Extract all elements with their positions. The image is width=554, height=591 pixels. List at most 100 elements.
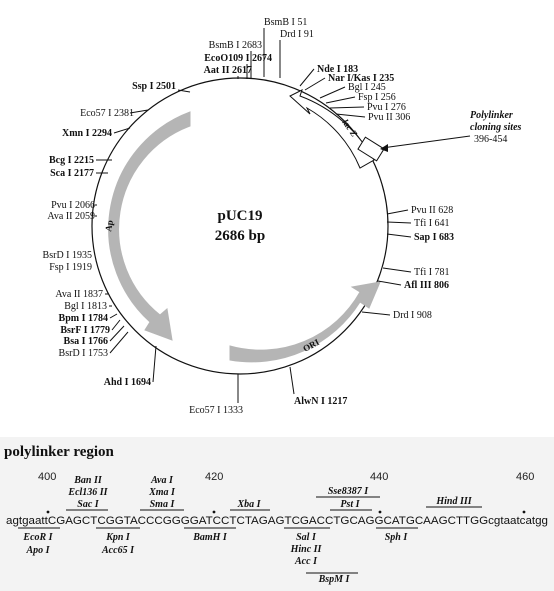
position-tick-400: 400 bbox=[38, 471, 56, 483]
site-left-bsrd-i-1753: BsrD I 1753 bbox=[59, 348, 108, 359]
enzyme-sma-i: Sma I bbox=[150, 499, 176, 510]
site-right-pvu-ii-306: Pvu II 306 bbox=[368, 112, 410, 123]
position-dot-460 bbox=[522, 510, 526, 514]
site-right-nar-i-kas-i-235: Nar I/Kas I 235 bbox=[328, 73, 394, 84]
site-tick-right-5 bbox=[335, 113, 366, 118]
enzyme-group-sac: Ban II Ecl136 II Sac I bbox=[66, 475, 109, 511]
site-left-xmn-i-2294: Xmn I 2294 bbox=[62, 128, 112, 139]
site-tick-right-11 bbox=[361, 311, 391, 316]
enzyme-hinc-ii: Hinc II bbox=[290, 544, 323, 555]
site-tick-right-1 bbox=[304, 77, 326, 91]
position-dot-420 bbox=[212, 510, 216, 514]
enzyme-group-sal: Sal I Hinc II Acc I bbox=[284, 527, 330, 567]
site-tick-right-4 bbox=[329, 106, 365, 109]
sequence-insert: CGAGCTCGGTACCCGGGGATCCTCTAGAGTCGACCTGCAG… bbox=[48, 515, 488, 527]
enzyme-group-sph: Sph I bbox=[376, 527, 418, 543]
enzyme-sal-i: Sal I bbox=[296, 532, 317, 543]
ori-gene-arrow bbox=[229, 281, 381, 363]
enzyme-bamh-i: BamH I bbox=[192, 532, 228, 543]
enzyme-sac-i: Sac I bbox=[77, 499, 100, 510]
enzyme-sse8387-i: Sse8387 I bbox=[328, 486, 369, 497]
site-left-bsrf-i-1779: BsrF I 1779 bbox=[60, 325, 110, 336]
site-tick-right-9 bbox=[382, 267, 412, 273]
site-right-nde-i-183: Nde I 183 bbox=[317, 64, 358, 75]
enzyme-group-hind: Hind III bbox=[426, 496, 482, 508]
site-bottom-eco57-i-1333: Eco57 I 1333 bbox=[189, 405, 243, 416]
site-tick-right-0 bbox=[299, 68, 315, 87]
site-tick-right-6 bbox=[386, 209, 409, 215]
site-left-fsp-i-1919: Fsp I 1919 bbox=[49, 262, 92, 273]
site-tick-right-2 bbox=[319, 86, 346, 99]
enzyme-sph-i: Sph I bbox=[385, 532, 409, 543]
site-top-bsmb-i-2683: BsmB I 2683 bbox=[209, 40, 262, 51]
enzyme-hind-iii: Hind III bbox=[435, 496, 472, 507]
site-tick-left-11 bbox=[111, 319, 121, 331]
position-dot-400 bbox=[46, 510, 50, 514]
site-tick-left-12 bbox=[109, 325, 125, 342]
site-right-fsp-i-256: Fsp I 256 bbox=[358, 92, 396, 103]
site-left-ava-ii-1837: Ava II 1837 bbox=[55, 289, 103, 300]
polylinker-pointer bbox=[381, 135, 471, 149]
position-dot-440 bbox=[378, 510, 382, 514]
ap-gene-arrow bbox=[108, 111, 191, 341]
enzyme-bspm-i: BspM I bbox=[318, 574, 351, 585]
polylinker-note-line2: cloning sites bbox=[470, 122, 522, 133]
site-left-bgl-i-1813: Bgl I 1813 bbox=[64, 301, 107, 312]
site-left-sca-i-2177: Sca I 2177 bbox=[50, 168, 94, 179]
sequence-right-flank: cgtaatcatgg bbox=[488, 515, 548, 527]
site-tick-left-10 bbox=[109, 313, 118, 319]
polylinker-pointer-head bbox=[380, 144, 388, 152]
polylinker-note-line1: Polylinker bbox=[470, 110, 513, 121]
enzyme-group-bspm: BspM I bbox=[306, 572, 358, 585]
enzyme-ava-i: Ava I bbox=[150, 475, 174, 486]
site-tick-left-0 bbox=[129, 109, 149, 114]
enzyme-ban-ii: Ban II bbox=[73, 475, 103, 486]
site-tick-left-13 bbox=[109, 331, 129, 354]
site-right-sap-i-683: Sap I 683 bbox=[414, 232, 454, 243]
site-tick-right-10 bbox=[377, 280, 402, 286]
polylinker-box bbox=[357, 136, 385, 162]
enzyme-group-bamh: BamH I bbox=[184, 527, 236, 543]
position-tick-440: 440 bbox=[370, 471, 388, 483]
enzyme-group-sma: Ava I Xma I Sma I bbox=[140, 475, 184, 511]
polylinker-panel-background bbox=[0, 437, 554, 591]
site-top-drd-i-91: Drd I 91 bbox=[280, 29, 314, 40]
polylinker-heading: polylinker region bbox=[4, 444, 115, 460]
site-tick-top-5 bbox=[177, 89, 191, 93]
plasmid-size: 2686 bp bbox=[215, 228, 265, 244]
enzyme-group-xba: Xba I bbox=[230, 499, 270, 511]
enzyme-ecl136-ii: Ecl136 II bbox=[67, 487, 108, 498]
enzyme-ecor-i: EcoR I bbox=[22, 532, 53, 543]
site-left-bsrd-i-1935: BsrD I 1935 bbox=[43, 250, 92, 261]
enzyme-acc65-i: Acc65 I bbox=[101, 545, 135, 556]
polylinker-note-line3: 396-454 bbox=[474, 134, 507, 145]
position-tick-420: 420 bbox=[205, 471, 223, 483]
site-right-tfi-i-781: Tfi I 781 bbox=[414, 267, 450, 278]
site-left-ahd-i-1694: Ahd I 1694 bbox=[104, 377, 151, 388]
site-top-aat-ii-2617: Aat II 2617 bbox=[204, 65, 252, 76]
site-tick-left-14 bbox=[152, 345, 157, 383]
site-top-ecoo109-i-2674: EcoO109 I 2674 bbox=[204, 53, 272, 64]
enzyme-xba-i: Xba I bbox=[236, 499, 261, 510]
site-tick-bottom-1 bbox=[289, 366, 295, 395]
site-top-ssp-i-2501: Ssp I 2501 bbox=[132, 81, 176, 92]
enzyme-xma-i: Xma I bbox=[148, 487, 176, 498]
enzyme-group-ecor: EcoR I Apo I bbox=[18, 527, 60, 556]
site-top-bsmb-i-51: BsmB I 51 bbox=[264, 17, 307, 28]
site-tick-right-3 bbox=[325, 96, 356, 104]
plasmid-name: pUC19 bbox=[217, 208, 262, 224]
ap-label: Ap bbox=[103, 219, 115, 232]
position-tick-460: 460 bbox=[516, 471, 534, 483]
enzyme-acc-i: Acc I bbox=[294, 556, 318, 567]
site-right-pvu-ii-628: Pvu II 628 bbox=[411, 205, 453, 216]
site-tick-right-7 bbox=[386, 221, 412, 224]
site-tick-left-1 bbox=[113, 127, 131, 134]
lacz-gene-arrow bbox=[289, 89, 375, 169]
site-left-ava-ii-2059: Ava II 2059 bbox=[47, 211, 95, 222]
site-left-pvu-i-2066: Pvu I 2066 bbox=[51, 200, 95, 211]
site-right-tfi-i-641: Tfi I 641 bbox=[414, 218, 450, 229]
plasmid-backbone bbox=[91, 77, 389, 375]
site-tick-right-8 bbox=[386, 233, 412, 238]
